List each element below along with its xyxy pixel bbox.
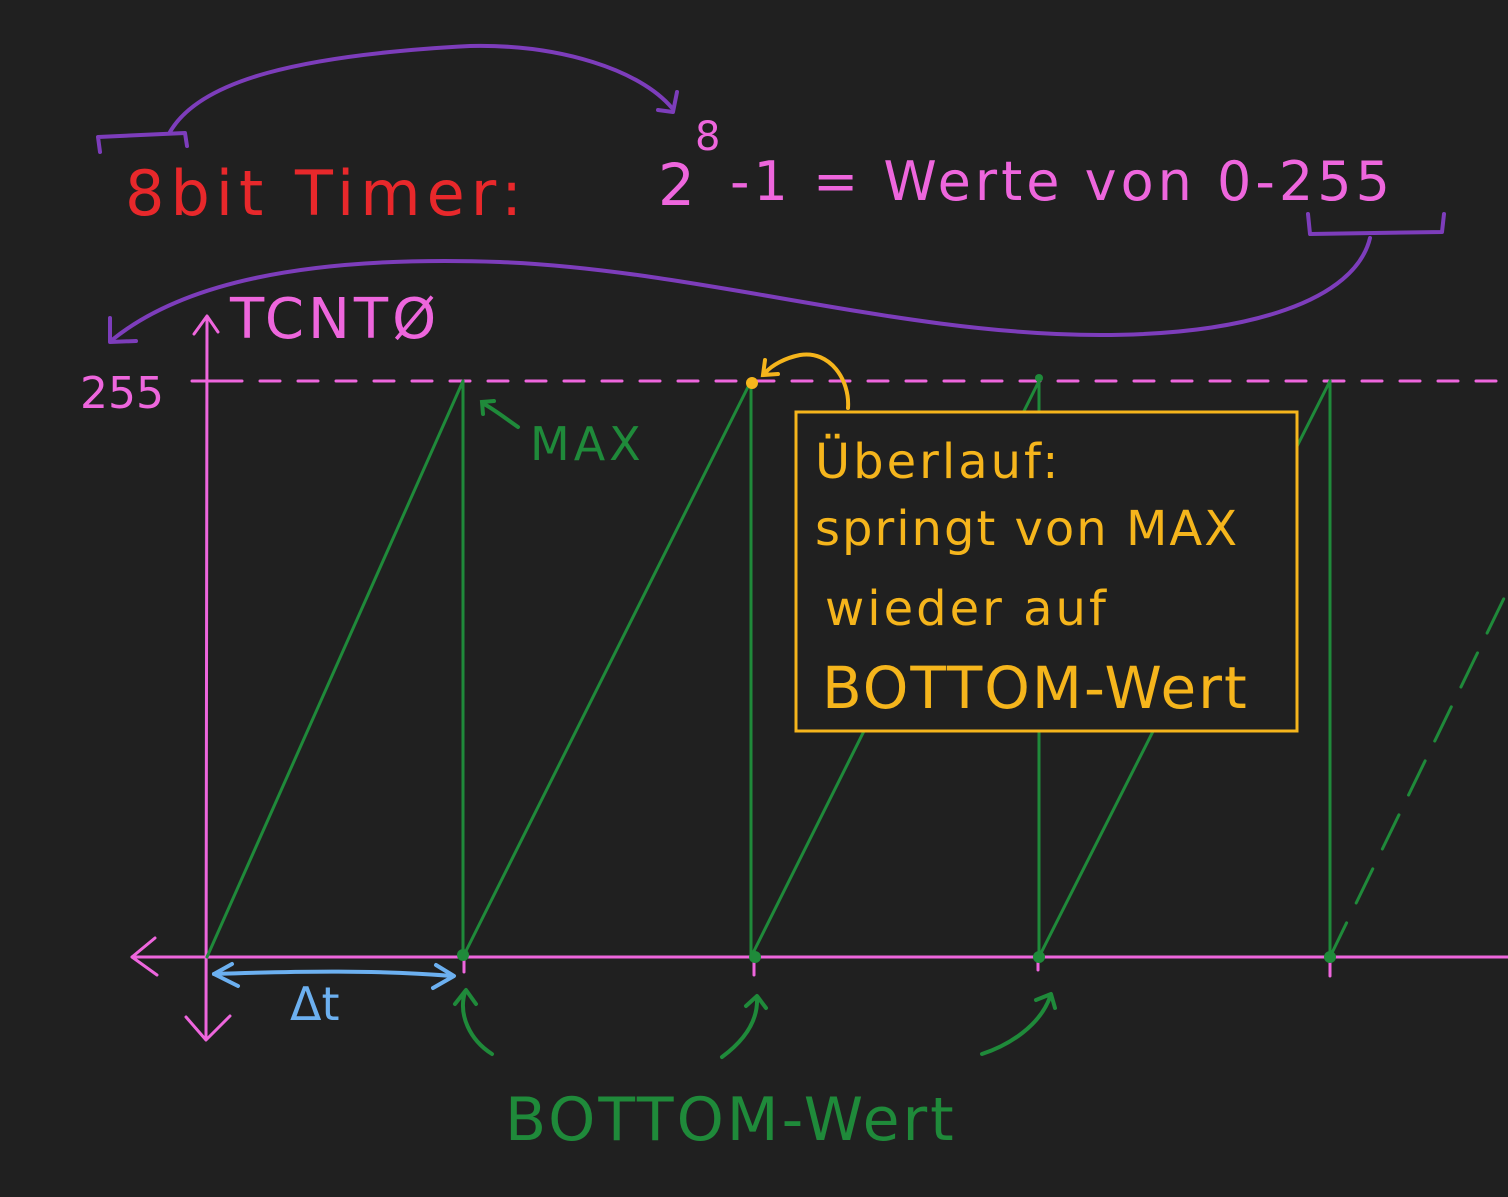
max-tick-label: 255: [80, 368, 164, 419]
delta-t-arrow: [212, 962, 456, 990]
bottom-arrow-2: [720, 994, 768, 1059]
bottom-point-2: [749, 951, 761, 963]
delta-t-head-right: [431, 963, 456, 990]
bracket-under-255: [1306, 212, 1446, 236]
bottom-label: BOTTOM-Wert: [505, 1085, 957, 1155]
x-axis-arrow-left: [130, 936, 159, 977]
formula-exponent: 8: [695, 114, 720, 160]
arc-8-to-exponent: [168, 43, 674, 134]
bottom-arrow-3: [980, 992, 1057, 1056]
ramp-5-dashed: [1328, 588, 1508, 959]
max-arrow: [479, 399, 520, 429]
overflow-point: [746, 377, 758, 389]
delta-t-line: [212, 969, 454, 978]
arc-255-arrowhead: [108, 316, 138, 344]
overflow-box-frame: [794, 410, 1299, 733]
formula-base: 2: [658, 151, 695, 219]
overflow-line-2: springt von MAX: [815, 501, 1239, 557]
formula-rest: -1 = Werte von 0-255: [730, 150, 1394, 213]
bottom-point-3: [1033, 951, 1045, 963]
ramp-2: [461, 379, 753, 959]
bottom-point-1: [457, 949, 469, 961]
bracket-over-8: [96, 131, 189, 154]
bottom-points: [457, 374, 1336, 963]
ramp-1: [205, 379, 465, 959]
max-label: MAX: [530, 417, 645, 471]
y-axis: [204, 316, 209, 1040]
overflow-box: Überlauf: springt von MAX wieder auf BOT…: [794, 410, 1299, 733]
overflow-line-3: wieder auf: [825, 581, 1109, 637]
overflow-line-4: BOTTOM-Wert: [822, 654, 1249, 722]
max-point-3: [1035, 374, 1043, 382]
overflow-line-1: Überlauf:: [815, 434, 1061, 490]
arc-255-to-axis: [110, 236, 1372, 342]
bottom-arrows: [453, 988, 1057, 1059]
arc-8-arrowhead: [656, 90, 679, 114]
timer-label: 8bit Timer:: [125, 157, 528, 230]
y-axis-arrow-down: [184, 1014, 232, 1042]
y-axis-arrow-up: [192, 314, 220, 336]
y-axis-label: TCNTØ: [229, 287, 440, 352]
delta-t-label: Δt: [290, 977, 340, 1031]
axes: [130, 314, 1508, 1042]
bottom-point-4: [1324, 951, 1336, 963]
bottom-arrow-1: [453, 988, 494, 1056]
overflow-arrow: [760, 352, 851, 410]
purple-annotations: [96, 43, 1446, 344]
delta-t-head-left: [212, 962, 240, 988]
